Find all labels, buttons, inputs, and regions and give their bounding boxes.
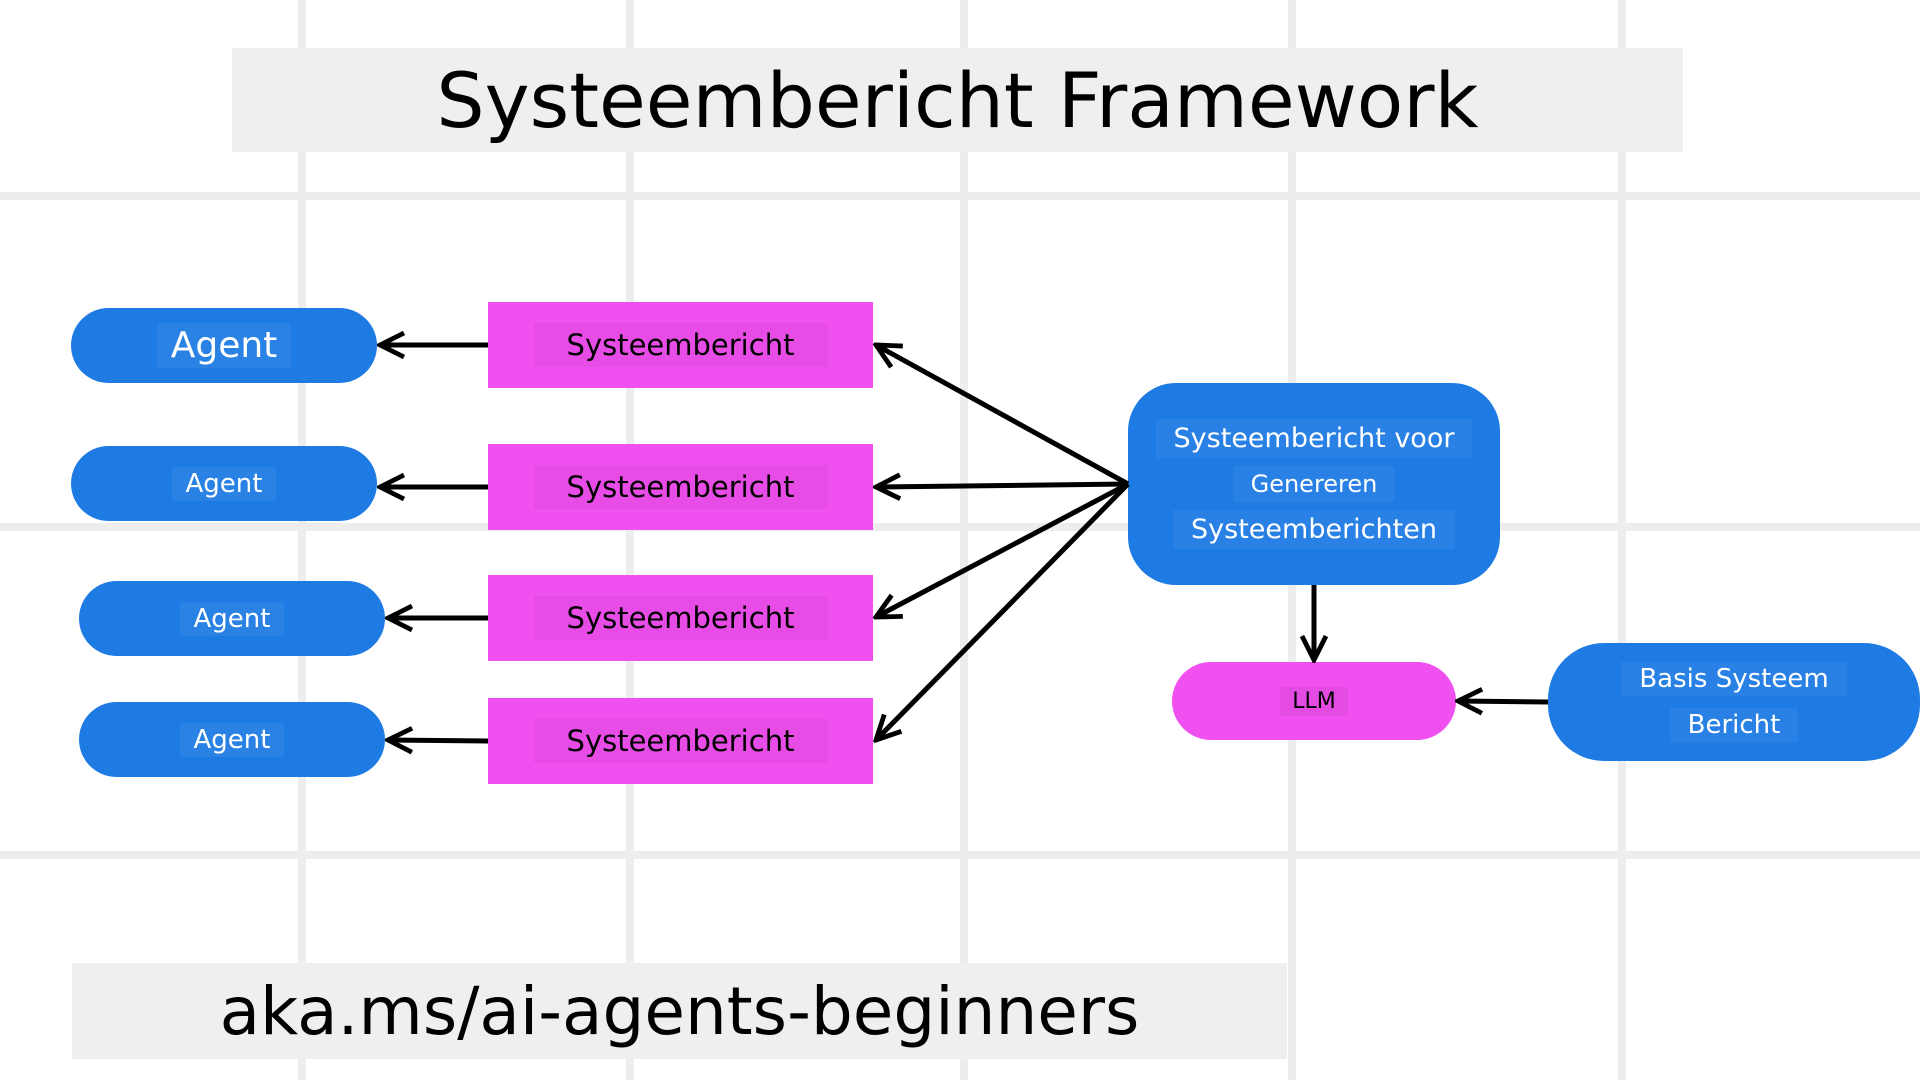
base-system-message-node: Basis Systeem Bericht [1548, 643, 1920, 761]
grid-line [0, 851, 1920, 859]
arrow-to-system-message-3 [876, 481, 1130, 617]
system-message-label: Systeembericht [533, 596, 828, 640]
system-message-box: Systeembericht [488, 698, 873, 784]
agent-node: Agent [71, 308, 377, 383]
grid-line [0, 523, 1920, 531]
arrow-to-agent-4 [388, 740, 489, 741]
arrow-to-system-message-4 [876, 482, 1130, 740]
page-title: Systeembericht Framework [232, 48, 1683, 152]
agent-label: Agent [179, 601, 285, 636]
agent-node: Agent [71, 446, 377, 521]
system-message-box: Systeembericht [488, 444, 873, 530]
system-message-box: Systeembericht [488, 302, 873, 388]
agent-label: Agent [171, 466, 277, 501]
grid-line [1618, 0, 1626, 1080]
system-message-generator-node: Systeembericht voor Genereren Systeember… [1128, 383, 1500, 585]
arrow-basis-to-llm [1458, 701, 1549, 702]
footer-link: aka.ms/ai-agents-beginners [72, 963, 1287, 1059]
generator-line-1: Systeembericht voor [1155, 419, 1473, 458]
agent-node: Agent [79, 581, 385, 656]
grid-line [626, 0, 634, 1080]
grid-line [298, 0, 306, 1080]
generator-line-2: Genereren [1232, 466, 1396, 502]
basis-line-2: Bericht [1669, 708, 1799, 742]
system-message-label: Systeembericht [533, 465, 828, 509]
arrow-to-system-message-1 [876, 345, 1130, 487]
arrow-to-system-message-2 [876, 484, 1129, 487]
system-message-label: Systeembericht [533, 323, 828, 367]
llm-node: LLM [1172, 662, 1456, 740]
generator-line-3: Systeemberichten [1173, 510, 1455, 549]
system-message-label: Systeembericht [533, 719, 828, 763]
agent-label: Agent [156, 323, 292, 368]
system-message-box: Systeembericht [488, 575, 873, 661]
agent-label: Agent [179, 722, 285, 757]
agent-node: Agent [79, 702, 385, 777]
basis-line-1: Basis Systeem [1621, 662, 1847, 696]
llm-label: LLM [1280, 686, 1348, 716]
grid-line [960, 0, 968, 1080]
grid-line [0, 192, 1920, 200]
